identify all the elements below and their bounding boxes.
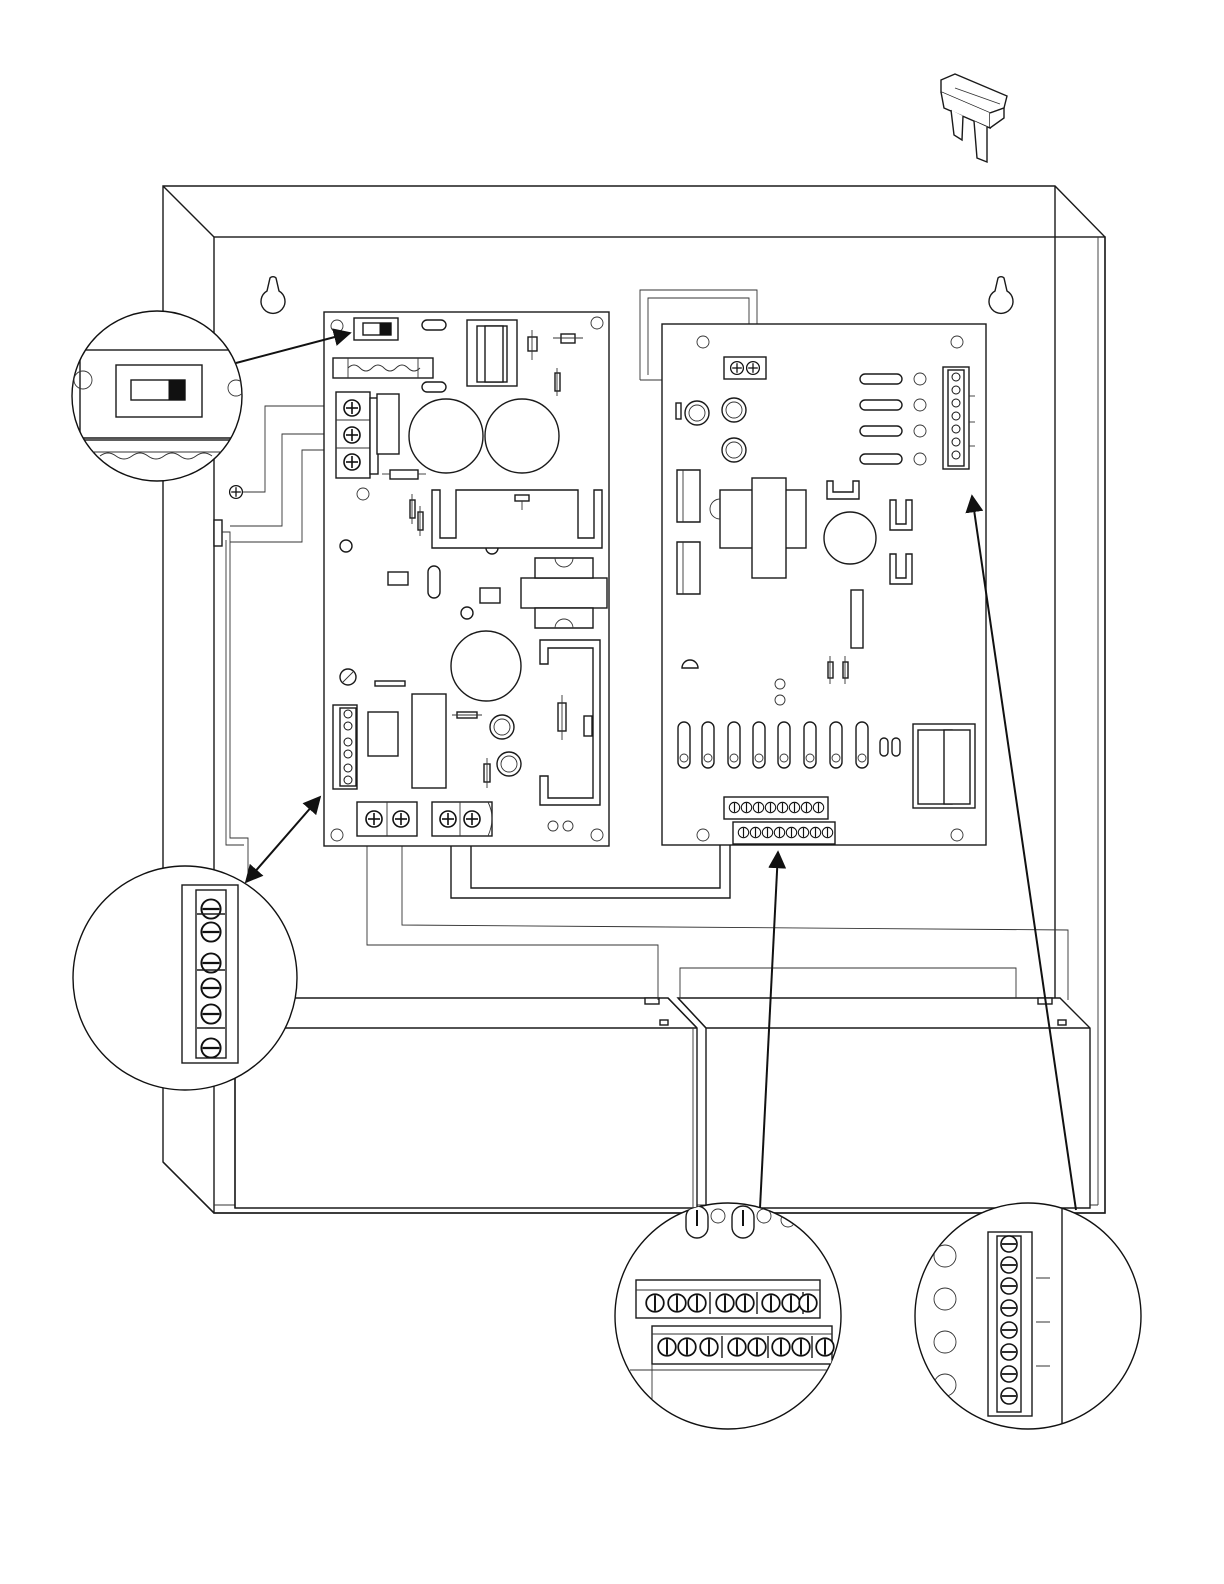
callout-six-position-terminal: [73, 866, 297, 1090]
callout-double-terminal-strip: [615, 1203, 841, 1440]
fuse: [333, 358, 433, 378]
battery-right: [678, 998, 1090, 1208]
power-supply-board: [324, 312, 609, 846]
keyhole-slot-left: [261, 277, 285, 314]
ac-power-switch[interactable]: [354, 318, 398, 340]
power-input-terminal: [724, 357, 766, 379]
callout-vertical-terminal-strip: [915, 1200, 1141, 1440]
keyhole-slot-right: [989, 277, 1013, 314]
relay: [913, 724, 975, 808]
access-control-board: [662, 324, 986, 845]
indicator-row: [678, 722, 900, 768]
dc-output-terminal-block: [432, 802, 492, 836]
spare-blade-fuse: [941, 74, 1007, 162]
ac-input-terminal-block: [336, 392, 378, 478]
battery-left: [235, 998, 697, 1208]
six-position-terminal-strip: [333, 705, 357, 789]
battery-terminal-block: [357, 802, 417, 836]
callout-ac-switch: [72, 311, 245, 481]
